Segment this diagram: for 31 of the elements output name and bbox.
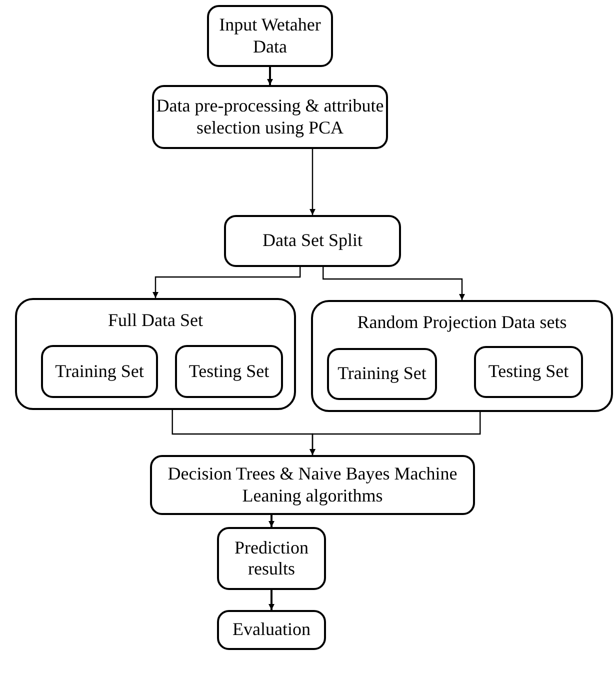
arrow [310,149,316,215]
box-label: Decision Trees & Naive Bayes Machine Leaning algorithms [166,463,458,507]
arrow [152,267,301,298]
group-title: Random Projection Data sets [356,312,568,334]
process-box [41,345,158,398]
process-box [217,527,326,590]
group-box [15,298,296,410]
process-box [175,345,283,398]
process-box [217,610,326,650]
arrow [267,67,273,85]
group-title: Full Data Set [107,310,204,332]
arrow [268,515,274,527]
process-box [224,215,401,267]
box-label: Testing Set [487,361,570,383]
arrow [268,590,274,610]
box-label: Testing Set [188,360,270,382]
box-label: Prediction results [234,536,310,580]
process-box [474,346,583,398]
process-box [150,455,475,515]
box-label: Training Set [54,360,145,382]
process-box [327,348,437,400]
group-box [311,300,613,412]
box-label: Training Set [336,363,428,385]
arrow [322,267,465,300]
box-label: Input Wetaher Data [218,14,322,58]
arrow [310,412,481,455]
box-label: Data Set Split [262,230,364,252]
process-box [207,5,333,67]
box-label: Evaluation [232,619,312,641]
box-label: Data pre-processing & attribute selection using PCA [155,95,385,139]
process-box [152,85,388,149]
